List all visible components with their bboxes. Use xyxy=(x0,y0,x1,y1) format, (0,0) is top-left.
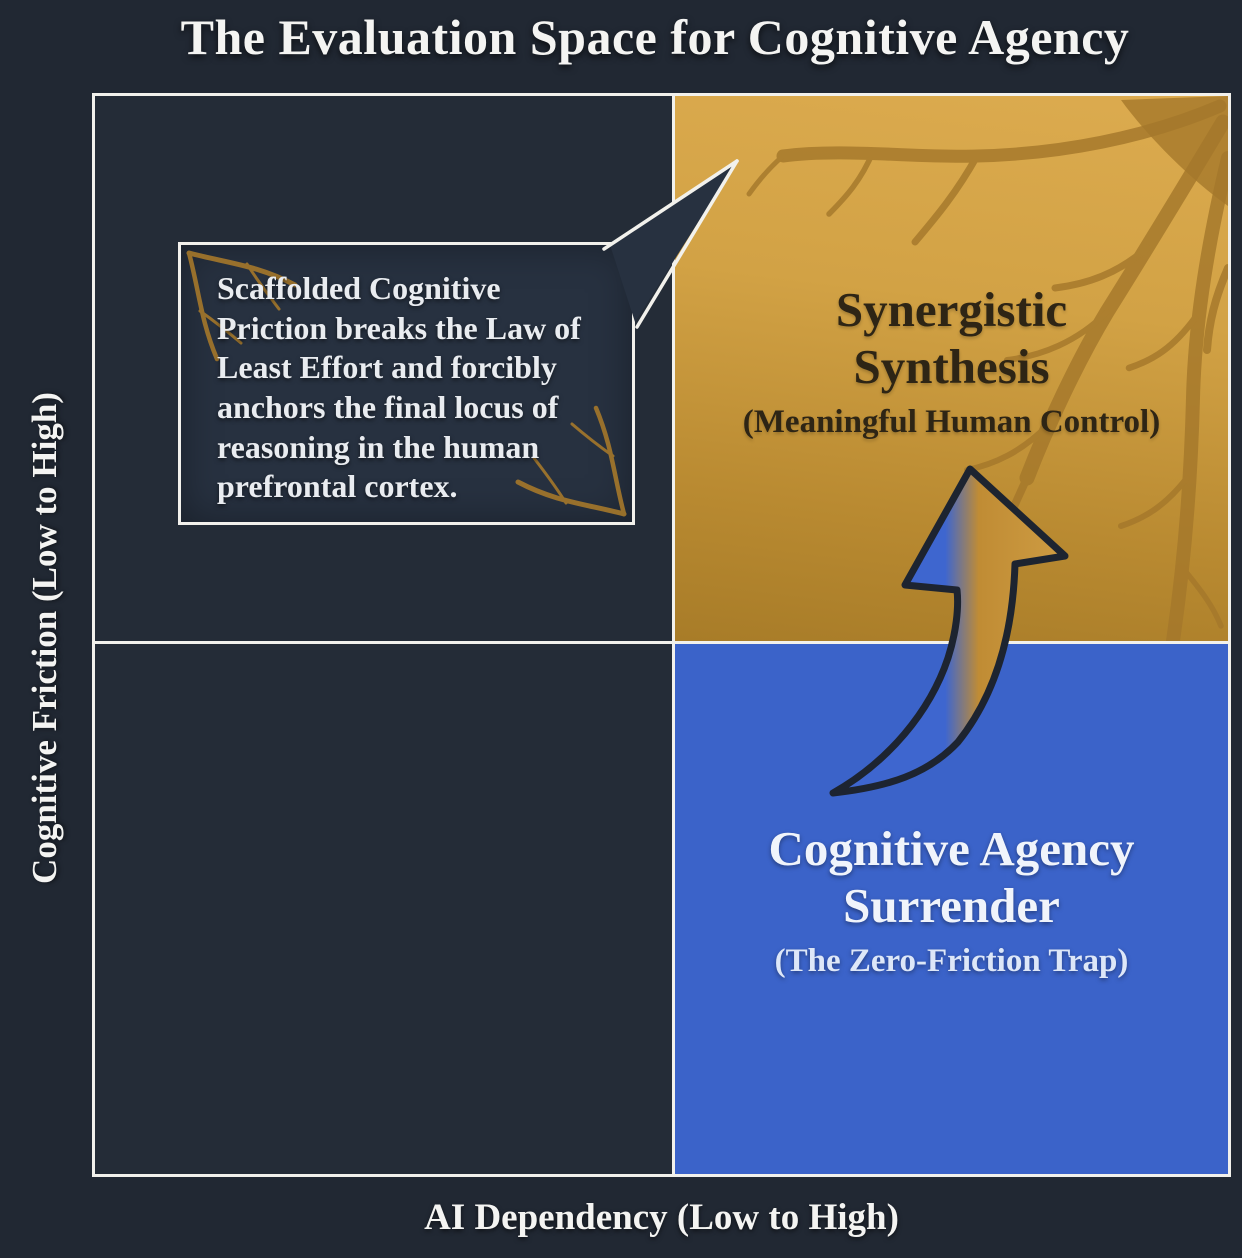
quadrant-subtitle: (The Zero-Friction Trap) xyxy=(774,942,1129,979)
callout-line: Scaffolded Cognitive xyxy=(217,270,501,306)
quadrant-heading: Synthesis xyxy=(853,339,1050,395)
y-axis-label: Cognitive Friction (Low to High) xyxy=(25,392,64,884)
callout-line: anchors the final locus of xyxy=(217,389,559,426)
quadrant-heading: Cognitive Agency xyxy=(768,821,1135,876)
label-cognitive-agency-surrender: Cognitive Agency Surrender (The Zero-Fri… xyxy=(675,820,1228,980)
quadrant-bottom-left xyxy=(95,644,672,1174)
plot-frame xyxy=(92,93,1231,1177)
quadrant-heading: Surrender xyxy=(843,878,1060,934)
root-branches-decoration xyxy=(746,96,1228,641)
quadrant-divider-vertical xyxy=(672,96,675,1174)
diagram-title: The Evaluation Space for Cognitive Agenc… xyxy=(180,9,1130,65)
branch-decoration-icon xyxy=(186,250,298,362)
quadrant-subtitle: (Meaningful Human Control) xyxy=(742,403,1161,440)
quadrant-heading: Synergistic xyxy=(835,282,1068,337)
callout-line: reasoning in the human xyxy=(217,428,540,465)
callout-box: Scaffolded Cognitive Priction breaks the… xyxy=(178,242,635,525)
callout-line: Priction breaks the Law of xyxy=(217,309,581,346)
x-axis-label: AI Dependency (Low to High) xyxy=(424,1197,899,1238)
callout-line: Least Effort and forcibly xyxy=(217,349,557,386)
label-synergistic-synthesis: Synergistic Synthesis (Meaningful Human … xyxy=(675,281,1228,441)
quadrant-divider-horizontal xyxy=(95,641,1228,644)
callout-line: prefrontal cortex. xyxy=(217,468,458,505)
branch-decoration-icon xyxy=(515,405,627,517)
callout-text: Scaffolded Cognitive Priction breaks the… xyxy=(217,269,618,507)
